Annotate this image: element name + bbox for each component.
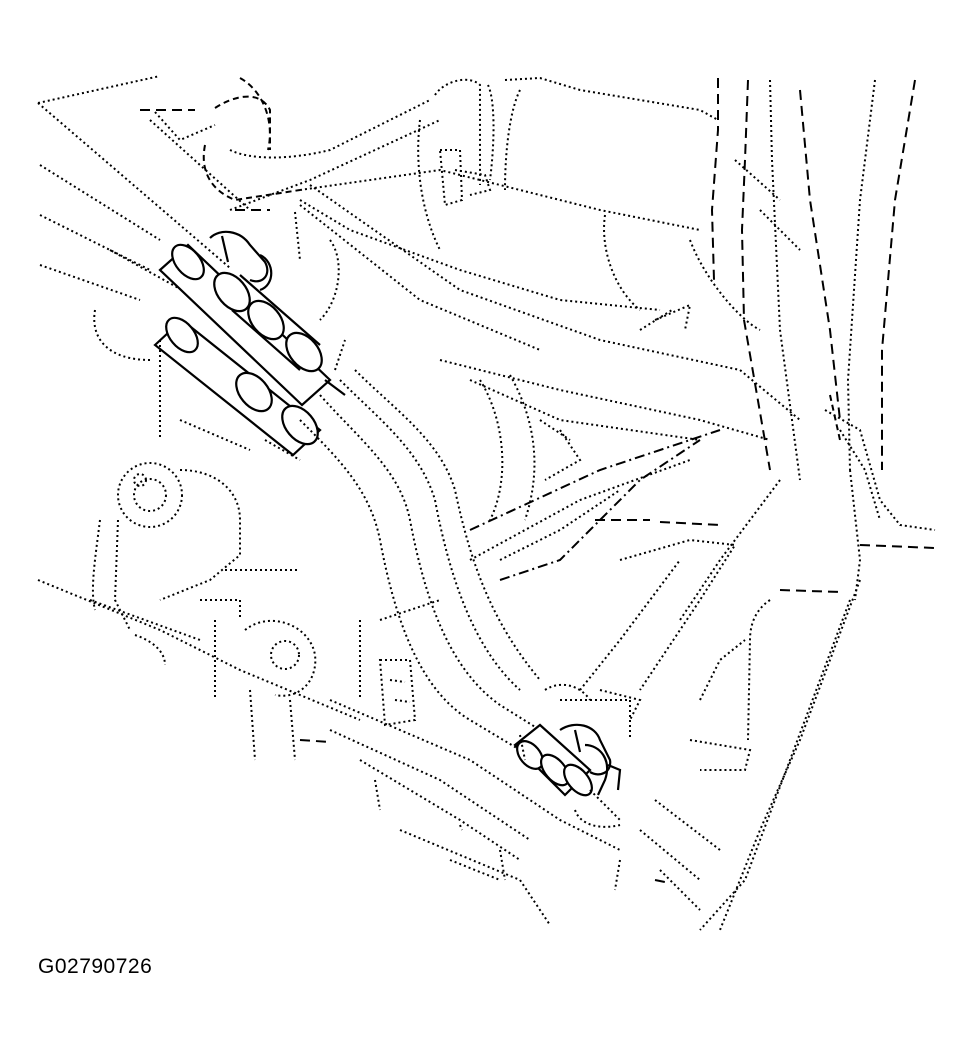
lower-connector-assembly [513,683,631,828]
upper-right-frame [710,78,936,601]
figure-caption: G02790726 [38,955,153,978]
wiring-harness [264,211,541,751]
upper-left-structure [37,75,441,301]
central-upper-panel [299,76,761,331]
upper-connector-assembly [153,230,346,457]
diagonal-members [299,184,801,621]
lower-left-bracket [37,309,361,761]
lower-central-structure [329,599,621,926]
lower-right-panel [579,538,861,931]
